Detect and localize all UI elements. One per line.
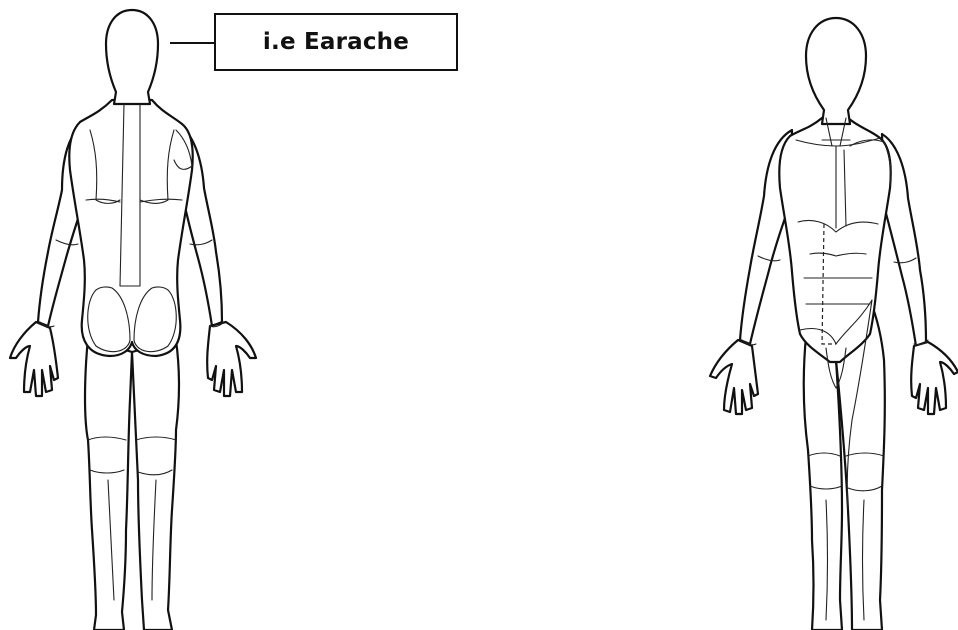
back-head [106, 10, 158, 104]
callout-label-box: i.e Earache [214, 13, 458, 71]
back-left-hand [10, 322, 58, 396]
callout-label-text: i.e Earache [263, 29, 409, 55]
front-left-leg [804, 336, 842, 630]
front-left-hand [710, 340, 758, 414]
front-right-hand [911, 342, 958, 414]
back-right-hand [207, 322, 256, 396]
figure-front-view [710, 18, 958, 630]
figure-back-view [10, 10, 256, 630]
front-head [806, 18, 866, 124]
